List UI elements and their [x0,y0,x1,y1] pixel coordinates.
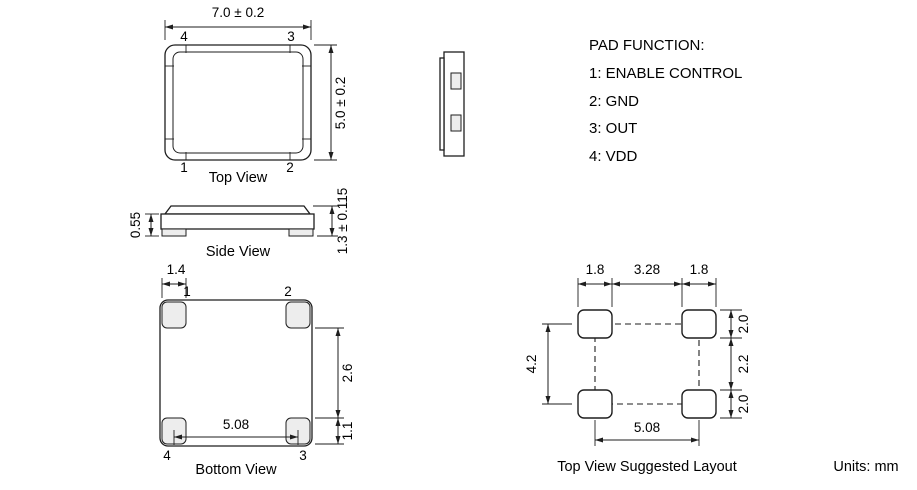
side-view-left-dimension: 0.55 [128,212,159,238]
top-view-pin-3-label: 3 [287,29,295,44]
bottom-view-pad-width-dimension: 1.4 [161,262,187,298]
side-view-right-dimension: 1.3 ± 0.115 [313,188,350,254]
bottom-view-span-dimension: 5.08 [173,417,299,445]
top-view-width-dimension: 7.0 ± 0.2 [164,5,312,40]
layout-right-dimensions: 2.0 2.2 2.0 [720,309,751,419]
pad-function-title: PAD FUNCTION: [589,37,705,54]
bottom-view-pad-2 [285,301,311,329]
top-view-height-dimension: 5.0 ± 0.2 [314,44,348,161]
layout-pad-bottom-left [577,389,613,419]
layout-pad-bottom-right [681,389,717,419]
bottom-view-pin-4-label: 4 [163,448,171,463]
side-view-pad [288,228,314,237]
side-profile-body [443,51,465,157]
bottom-view-package-outline [159,299,313,447]
pad-function-item-3: 3: OUT [589,120,637,137]
side-view-left-label: 0.55 [128,212,143,238]
layout-view: 1.8 3.28 1.8 4.2 2.0 2.2 2.0 5.08 [524,262,751,475]
bottom-view-pin-3-label: 3 [299,448,307,463]
top-view-pin-2-label: 2 [286,160,294,175]
layout-bottom-dimension: 5.08 [594,420,700,446]
top-view: 7.0 ± 0.2 5.0 ± 0.2 4 3 1 2 Top View [164,5,348,186]
side-view-pad [161,228,187,237]
pad-function-item-4: 4: VDD [589,148,638,165]
top-view-corner-pad-marks [165,45,311,160]
top-view-height-label: 5.0 ± 0.2 [333,77,348,129]
side-view-caption: Side View [206,244,271,260]
layout-left-dimension: 4.2 [524,323,572,405]
layout-pad-top-left [577,309,613,339]
side-profile-pad [450,114,462,132]
units-label: Units: mm [833,459,898,475]
top-view-width-label: 7.0 ± 0.2 [212,5,264,20]
layout-pad-top-right [681,309,717,339]
layout-pad-height-top-label: 2.0 [736,315,751,334]
top-view-lid-outline [172,51,304,154]
pad-function-block: PAD FUNCTION: 1: ENABLE CONTROL 2: GND 3… [589,37,742,165]
side-view: 0.55 1.3 ± 0.115 Side View [128,188,350,260]
layout-top-dimensions: 1.8 3.28 1.8 [577,262,717,307]
bottom-view-pad-width-label: 1.4 [167,262,186,277]
layout-package-outline-dashed [594,323,700,405]
layout-pad-gap-y-label: 2.2 [736,355,751,374]
layout-pad-width-right-label: 1.8 [690,262,709,277]
bottom-view: 1.4 2.6 1.1 5.08 1 2 4 3 Bottom View [159,262,355,478]
layout-pad-height-bottom-label: 2.0 [736,395,751,414]
bottom-view-pad-gap-label: 2.6 [340,364,355,383]
side-view-base [160,213,315,230]
bottom-view-caption: Bottom View [195,462,277,478]
side-view-lid [163,205,312,215]
top-view-caption: Top View [209,170,268,186]
top-view-pin-4-label: 4 [180,29,188,44]
bottom-view-pin-2-label: 2 [284,284,292,299]
bottom-view-span-label: 5.08 [223,417,249,432]
pad-function-item-1: 1: ENABLE CONTROL [589,65,742,82]
side-profile-pad [450,72,462,90]
layout-pad-gap-x-label: 3.28 [634,262,660,277]
bottom-view-pad-1 [161,301,187,329]
top-view-package-outline [164,44,312,161]
package-side-profile [439,51,465,157]
side-view-right-label: 1.3 ± 0.115 [335,188,350,254]
side-profile-lid-edge [439,57,445,151]
bottom-view-right-dimensions: 2.6 1.1 [315,327,355,445]
top-view-pin-1-label: 1 [180,160,188,175]
layout-center-span-y-label: 4.2 [524,355,539,374]
bottom-view-pad-height-label: 1.1 [340,422,355,441]
layout-view-caption: Top View Suggested Layout [557,459,737,475]
layout-pad-width-left-label: 1.8 [586,262,605,277]
layout-center-span-x-label: 5.08 [634,420,660,435]
bottom-view-pin-1-label: 1 [183,284,191,299]
pad-function-item-2: 2: GND [589,93,639,110]
